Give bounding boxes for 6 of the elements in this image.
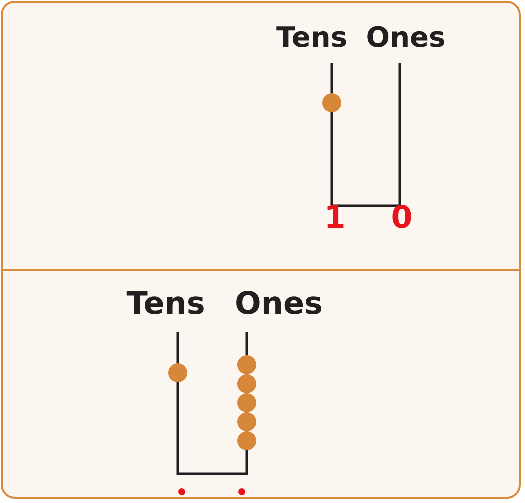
column-heading: Tens <box>276 24 348 52</box>
digit: 0 <box>391 203 413 234</box>
digit: 1 <box>324 203 346 234</box>
column-heading: Tens <box>126 289 206 320</box>
column-heading: Ones <box>366 24 446 52</box>
column-heading: Ones <box>235 289 323 320</box>
